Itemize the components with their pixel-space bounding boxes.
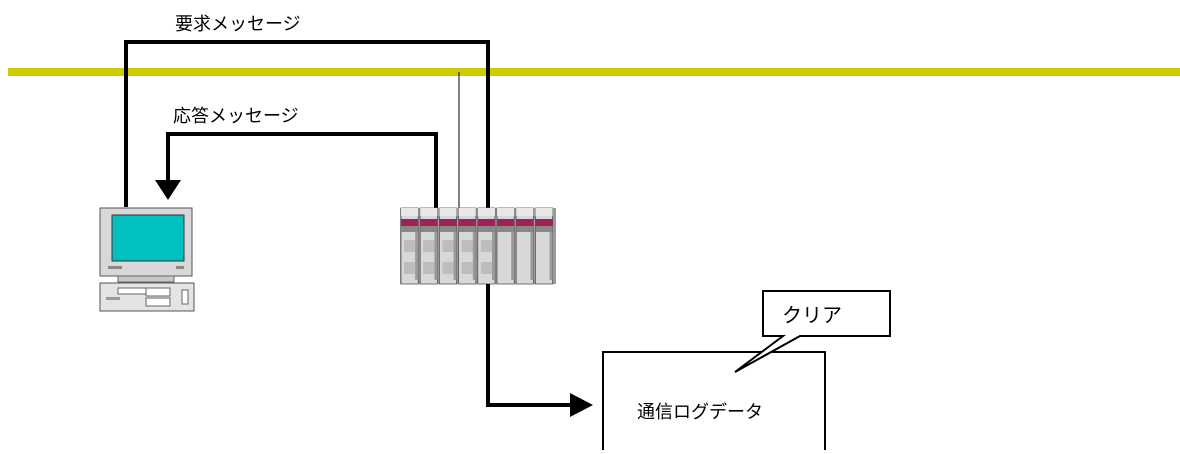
plc-module [419, 207, 438, 285]
request-message-path [124, 40, 490, 210]
comm-log-data-box [602, 351, 826, 453]
monitor-screen [111, 214, 185, 262]
plc-module [400, 207, 419, 285]
plc-module [477, 207, 496, 285]
plc-module [535, 207, 554, 285]
plc-module [496, 207, 515, 285]
plc-module [438, 207, 457, 285]
request-message-label: 要求メッセージ [175, 14, 301, 35]
plc-module [458, 207, 477, 285]
network-bus-line [8, 68, 1180, 76]
computer-icon [99, 207, 195, 312]
response-arrowhead [155, 180, 181, 200]
response-message-path [166, 132, 438, 210]
clear-callout-label: クリア [782, 303, 842, 327]
plc-rack-icon [400, 207, 556, 285]
clear-callout [734, 290, 891, 373]
plc-module [515, 207, 534, 285]
comm-log-data-label: 通信ログデータ [637, 402, 763, 423]
response-message-label: 応答メッセージ [173, 106, 299, 127]
log-write-path [486, 284, 570, 407]
log-write-arrowhead [570, 393, 593, 417]
